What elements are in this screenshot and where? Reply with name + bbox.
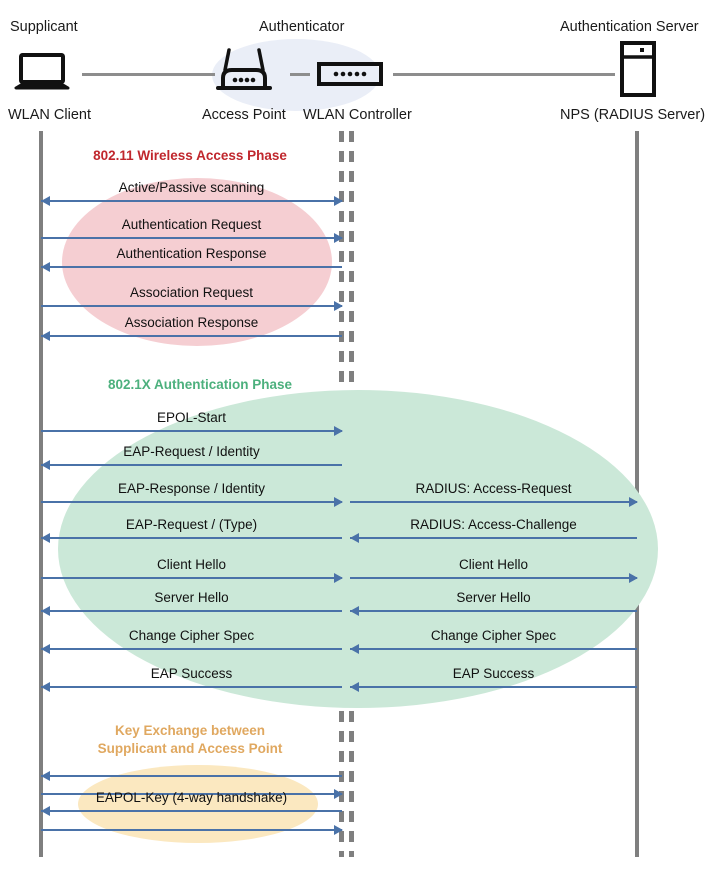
message-line [41, 648, 342, 650]
arrow-head-left-icon [41, 682, 50, 692]
arrow-head-left-icon [41, 806, 50, 816]
arrow-head-right-icon [334, 426, 343, 436]
actor-device-nps-radius-server: NPS (RADIUS Server) [560, 107, 706, 123]
message-label: Server Hello [456, 590, 531, 605]
phase-802-11-ellipse [62, 178, 332, 346]
arrow-head-left-icon [350, 644, 359, 654]
message-line [350, 610, 637, 612]
message-line [41, 810, 342, 812]
arrow-head-left-icon [41, 460, 50, 470]
message-line [41, 610, 342, 612]
arrow-head-right-icon [629, 497, 638, 507]
actor-role-authenticator: Authenticator [259, 19, 345, 35]
message-line [41, 464, 342, 466]
server-rack-icon [618, 41, 658, 97]
link-ap-to-controller [290, 73, 310, 76]
actor-device-wlan-controller: WLAN Controller [303, 107, 412, 123]
arrow-head-left-icon [41, 771, 50, 781]
message-line [41, 829, 342, 831]
message-label: Change Cipher Spec [128, 628, 255, 643]
message-line [350, 648, 637, 650]
message-label: Server Hello [154, 590, 229, 605]
message-line [41, 266, 342, 268]
arrow-head-right-icon [334, 301, 343, 311]
message-line [41, 537, 342, 539]
message-label: EAP Success [452, 666, 535, 681]
message-line [350, 501, 637, 503]
wireless-router-icon [214, 46, 274, 96]
message-line [41, 200, 342, 202]
message-label: EAP-Request / (Type) [125, 517, 258, 532]
arrow-head-left-icon [41, 262, 50, 272]
message-label: EAP Success [150, 666, 233, 681]
message-line [41, 430, 342, 432]
lifeline-supplicant [39, 131, 43, 857]
arrow-head-left-icon [41, 606, 50, 616]
message-label: Authentication Response [116, 246, 267, 261]
message-line [41, 501, 342, 503]
laptop-icon [13, 52, 73, 96]
message-line [350, 686, 637, 688]
message-line [350, 577, 637, 579]
message-line [41, 237, 342, 239]
message-label: Client Hello [458, 557, 529, 572]
arrow-head-left-icon [41, 644, 50, 654]
arrow-head-right-icon [334, 497, 343, 507]
arrow-head-right-icon [334, 196, 343, 206]
message-label: Client Hello [156, 557, 227, 572]
message-label: EAP-Request / Identity [123, 444, 260, 459]
arrow-head-left-icon [350, 682, 359, 692]
message-line [41, 793, 342, 795]
message-label: RADIUS: Access-Challenge [410, 517, 577, 532]
link-controller-to-server [393, 73, 615, 76]
arrow-head-right-icon [334, 825, 343, 835]
phase-802-1x-label: 802.1X Authentication Phase [107, 377, 293, 392]
message-line [41, 577, 342, 579]
message-line [41, 335, 342, 337]
phase-802-1x-ellipse [58, 390, 658, 708]
message-label: Change Cipher Spec [430, 628, 557, 643]
actor-role-supplicant: Supplicant [10, 19, 78, 35]
message-label: EAP-Response / Identity [117, 481, 266, 496]
link-client-to-ap [82, 73, 215, 76]
message-label: Association Request [129, 285, 254, 300]
message-line [41, 775, 342, 777]
network-controller-icon [317, 60, 383, 88]
message-label: Authentication Request [121, 217, 262, 232]
phase-key-exchange-label: Key Exchange between Supplicant and Acce… [97, 723, 283, 757]
message-line [41, 305, 342, 307]
arrow-head-left-icon [41, 533, 50, 543]
arrow-head-left-icon [41, 196, 50, 206]
message-label: Association Response [124, 315, 259, 330]
arrow-head-left-icon [350, 533, 359, 543]
message-label: Active/Passive scanning [118, 180, 265, 195]
actor-device-wlan-client: WLAN Client [8, 107, 91, 123]
arrow-head-right-icon [629, 573, 638, 583]
arrow-head-left-icon [41, 331, 50, 341]
actor-device-access-point: Access Point [202, 107, 286, 123]
message-label: EPOL-Start [156, 410, 227, 425]
message-label: EAPOL-Key (4-way handshake) [95, 790, 288, 805]
arrow-head-right-icon [334, 233, 343, 243]
arrow-head-left-icon [350, 606, 359, 616]
message-line [41, 686, 342, 688]
message-line [350, 537, 637, 539]
actor-role-authentication-server: Authentication Server [560, 19, 699, 35]
arrow-head-right-icon [334, 789, 343, 799]
arrow-head-right-icon [334, 573, 343, 583]
phase-802-11-label: 802.11 Wireless Access Phase [93, 148, 287, 163]
message-label: RADIUS: Access-Request [415, 481, 572, 496]
